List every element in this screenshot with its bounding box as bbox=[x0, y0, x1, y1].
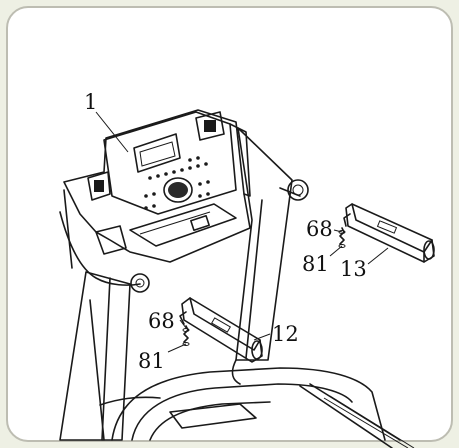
treadmill-deck bbox=[99, 367, 415, 448]
left-handgrip bbox=[179, 297, 263, 363]
callout-left-washer: 81 bbox=[138, 349, 165, 373]
callout-left-screw: 68 bbox=[148, 309, 175, 333]
console-housing bbox=[63, 109, 251, 263]
left-upright bbox=[59, 189, 150, 441]
right-upright bbox=[231, 127, 309, 385]
left-fastener-stack bbox=[182, 325, 190, 346]
right-handgrip bbox=[343, 203, 435, 263]
leader-lines bbox=[95, 111, 389, 353]
right-fastener-stack bbox=[338, 227, 346, 248]
callout-right-screw: 68 bbox=[306, 217, 333, 241]
callout-right-washer: 81 bbox=[302, 252, 329, 276]
callout-console: 1 bbox=[84, 90, 97, 114]
callout-left-handgrip: 12 bbox=[272, 322, 299, 346]
callout-right-handgrip: 13 bbox=[340, 257, 367, 281]
